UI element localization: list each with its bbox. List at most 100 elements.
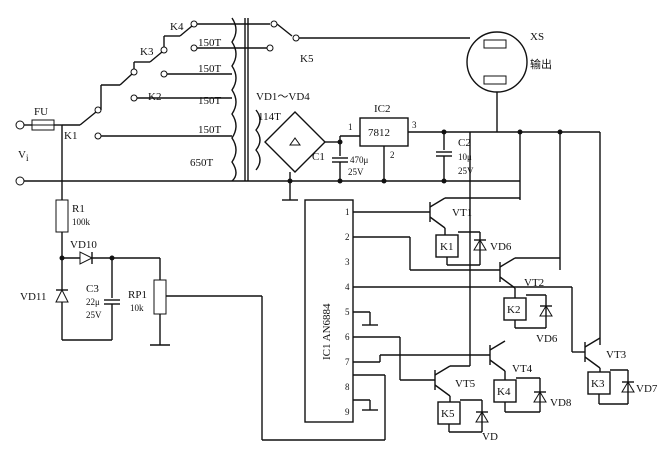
rp1-value: 10k: [130, 303, 144, 313]
bridge-label: VD1～VD4: [256, 91, 310, 103]
potentiometer-rp1: [150, 258, 262, 346]
c2-voltage: 25V: [458, 166, 474, 176]
c3-voltage: 25V: [86, 310, 102, 320]
rp1-label: RP1: [128, 289, 147, 301]
relay-k5-label: K5: [441, 408, 455, 420]
c1-value: 470μ: [350, 155, 369, 165]
relay-coil-k4: [493, 377, 541, 413]
transformer-primary: [231, 17, 249, 182]
ic1-pin-1: 1: [345, 207, 350, 217]
tap-label-4: 150T: [198, 124, 222, 136]
tap-label-5: 650T: [190, 157, 214, 169]
c3-value: 22μ: [86, 297, 100, 307]
k2-label: K2: [148, 91, 161, 103]
diode-vd11: [55, 258, 69, 340]
vd7-label: VD7: [636, 383, 658, 395]
resistor-r1: [55, 199, 69, 258]
r1-value: 100k: [72, 217, 91, 227]
vt4-label: VT4: [512, 363, 533, 375]
relay-coil-k3: [587, 369, 629, 405]
transformer-secondary: [255, 109, 261, 171]
ic1-pin-5: 5: [345, 307, 350, 317]
ic1-pin-7: 7: [345, 357, 350, 367]
transistor-vt2: [499, 257, 560, 298]
vd10-label: VD10: [70, 239, 97, 251]
c1-label: C1: [312, 151, 325, 163]
input-terminals: [15, 120, 520, 186]
ic2-part: 7812: [368, 127, 390, 139]
diode-vd7: [621, 381, 635, 393]
ic1-pin-4: 4: [345, 282, 350, 292]
relay-coil-k2: [503, 294, 547, 329]
diode-vd6-b: [539, 305, 553, 317]
capacitor-c1: [332, 142, 348, 181]
tap-label-2: 150T: [198, 63, 222, 75]
c2-label: C2: [458, 137, 471, 149]
k1-label: K1: [64, 130, 77, 142]
vd6-label-a: VD6: [490, 241, 512, 253]
ic2-pin3: 3: [412, 120, 417, 130]
c2-value: 10μ: [458, 152, 472, 162]
xs-label: XS: [530, 31, 544, 43]
relay-k3-label: K3: [591, 378, 605, 390]
diode-vd10: [62, 251, 160, 265]
relay-k1-contact: [61, 85, 232, 200]
vt2-label: VT2: [524, 277, 544, 289]
vt3-label: VT3: [606, 349, 627, 361]
ic2-pin1: 1: [348, 122, 353, 132]
ic2-label: IC2: [374, 103, 391, 115]
ic1-label: IC1 AN6884: [321, 303, 333, 360]
diode-vd9: [475, 411, 489, 423]
relay-coil-k1: [435, 231, 481, 266]
diode-vd8: [533, 391, 547, 403]
relay-k1-label: K1: [440, 241, 453, 253]
ic1-chip: [261, 199, 386, 441]
transistor-vt5: [434, 205, 471, 402]
relay-coil-k5: [437, 399, 483, 433]
vd11-label: VD11: [20, 291, 46, 303]
junction-dots: [59, 129, 563, 261]
diode-vd6-a: [473, 239, 487, 251]
transistor-vt3: [584, 337, 601, 372]
tap-label-3: 150T: [198, 95, 222, 107]
output-label: 输出: [530, 57, 552, 71]
ic2-pin2: 2: [390, 150, 395, 160]
supply-rail: [469, 105, 601, 345]
ic1-pin-6: 6: [345, 332, 350, 342]
ic1-pin-2: 2: [345, 232, 350, 242]
k4-label: K4: [170, 21, 184, 33]
transistor-vt4: [489, 340, 506, 380]
relay-k4-contact: [164, 20, 232, 52]
k5-label: K5: [300, 53, 314, 65]
fuse-label: FU: [34, 106, 48, 118]
relay-k3-contact: [134, 36, 232, 78]
k3-label: K3: [140, 46, 154, 58]
ic1-pin-3: 3: [345, 257, 350, 267]
vd6-label-b: VD6: [536, 333, 558, 345]
output-socket: [466, 31, 528, 105]
capacitor-c3: [62, 258, 120, 341]
vt1-label: VT1: [452, 207, 472, 219]
ic1-output-wires: [353, 211, 585, 411]
relay-k5-contact: [232, 20, 470, 52]
tap-label-1: 150T: [198, 37, 222, 49]
capacitor-c2: [436, 132, 452, 181]
relay-k2-label: K2: [507, 304, 520, 316]
vt5-label: VT5: [455, 378, 476, 390]
relay-k2-contact: [101, 62, 232, 102]
transistor-vt1: [429, 197, 520, 235]
vd8-label: VD8: [550, 397, 572, 409]
c3-label: C3: [86, 283, 99, 295]
secondary-label: 114T: [258, 111, 281, 123]
ic1-pin-9: 9: [345, 407, 350, 417]
r1-label: R1: [72, 203, 85, 215]
vd9-label: VD: [482, 431, 498, 443]
vin-label: Vi: [18, 149, 29, 163]
bridge-rectifier: [264, 111, 360, 201]
ic1-pin-8: 8: [345, 382, 350, 392]
regulator-ic2: [359, 117, 518, 181]
c1-voltage: 25V: [348, 167, 364, 177]
fuse: [31, 119, 62, 131]
relay-k4-label: K4: [497, 386, 511, 398]
